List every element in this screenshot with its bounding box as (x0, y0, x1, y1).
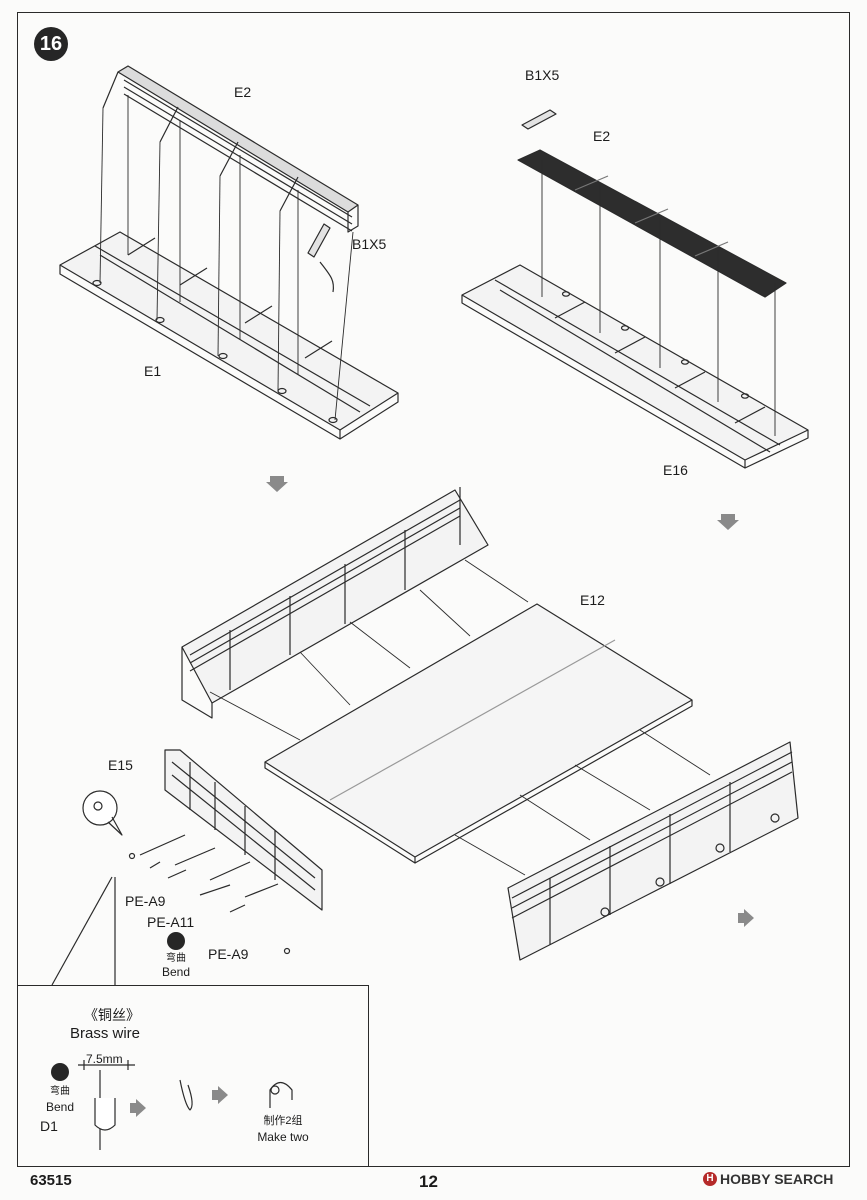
inset-bend-en: Bend (45, 1100, 75, 1114)
label-e12: E12 (580, 592, 605, 608)
label-e16: E16 (663, 462, 688, 478)
magnify-callout-icon (82, 790, 123, 836)
e2-right-rail-part (517, 109, 787, 298)
inset-part-d1: D1 (40, 1118, 58, 1134)
pe-parts (128, 834, 291, 955)
rear-side-rail-part (181, 487, 489, 719)
b1x5-pin-left-part (307, 223, 335, 293)
page-number: 12 (419, 1172, 438, 1191)
label-e2-left: E2 (234, 84, 252, 100)
label-pe-a9-top: PE-A9 (125, 893, 166, 909)
inset-make-two-cn: 制作2组 (263, 1115, 303, 1127)
label-b1x5-right: B1X5 (525, 67, 560, 83)
e12-floor-part (264, 603, 693, 864)
watermark-text: HOBBY SEARCH (720, 1171, 834, 1187)
watermark: H HOBBY SEARCH (703, 1171, 833, 1187)
e2-left-rail-part (102, 65, 359, 233)
hobby-search-logo-icon: H (703, 1172, 717, 1186)
product-code: 63515 (30, 1172, 72, 1189)
inset-title-en: Brass wire (70, 1025, 141, 1042)
label-pe-a9-bottom: PE-A9 (208, 946, 249, 962)
bend-icon (167, 932, 185, 950)
label-e2-right: E2 (593, 128, 611, 144)
brass-wire-inset (17, 985, 369, 1167)
label-e15: E15 (108, 757, 133, 773)
e1-frame-part (59, 231, 399, 440)
page-frame (17, 12, 850, 1167)
arrow-right-icon (130, 909, 754, 1117)
step-number-badge: 16 (34, 27, 68, 61)
label-pe-a11: PE-A11 (147, 914, 195, 930)
brass-wire-steps (78, 1060, 293, 1150)
inset-bend-cn: 弯曲 (50, 1086, 70, 1097)
bend-icon (51, 1063, 69, 1081)
arrow-down-icon (266, 476, 739, 530)
e15-front-wall-part (164, 749, 323, 911)
label-e1: E1 (144, 363, 162, 379)
bend-label-en: Bend (161, 965, 191, 979)
bend-label-cn: 弯曲 (166, 953, 186, 964)
inset-dimension: 7.5mm (86, 1052, 123, 1066)
inset-make-two-en: Make two (257, 1130, 309, 1144)
label-b1x5-left: B1X5 (352, 236, 387, 252)
e16-frame-part (461, 264, 809, 469)
inset-title-cn: 《铜丝》 (84, 1007, 140, 1023)
right-side-rail-part (507, 741, 799, 961)
